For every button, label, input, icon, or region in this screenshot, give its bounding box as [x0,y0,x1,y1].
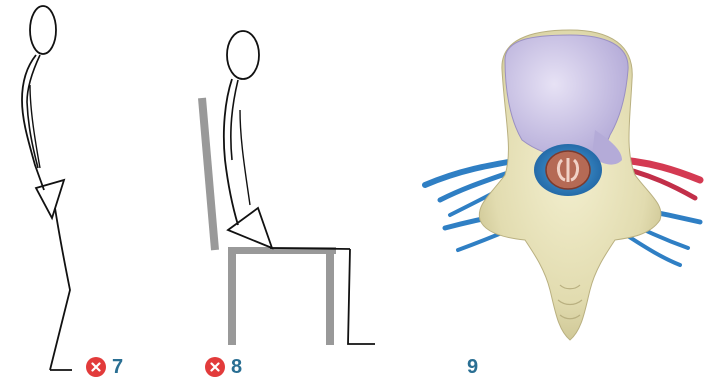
figure-7-standing-posture [0,0,150,380]
figure-9-vertebra-illustration [410,0,709,380]
pelvis-triangle [36,180,64,218]
chair-leg-back [228,250,236,345]
head [227,31,259,79]
leg [50,208,70,370]
figure-8-seated-posture [180,0,400,380]
figure-8-caption: 8 [205,357,242,377]
head [30,6,56,54]
chair-leg-front [326,250,334,345]
vertebra-herniated-disc-image [410,0,709,380]
chair-back [202,98,215,250]
figure-9-number: 9 [467,357,478,377]
front-line [231,80,238,160]
figure-7-number: 7 [112,357,123,377]
arm [240,110,250,205]
lower-leg [348,249,375,344]
seated-stick-figure [180,0,400,380]
thigh [270,248,350,249]
front-line [27,55,40,168]
x-circle-icon [86,357,106,377]
x-circle-icon [205,357,225,377]
standing-stick-figure [0,0,150,380]
figure-7-caption: 7 [86,357,123,377]
figure-9-caption: 9 [467,357,478,377]
figure-8-number: 8 [231,357,242,377]
